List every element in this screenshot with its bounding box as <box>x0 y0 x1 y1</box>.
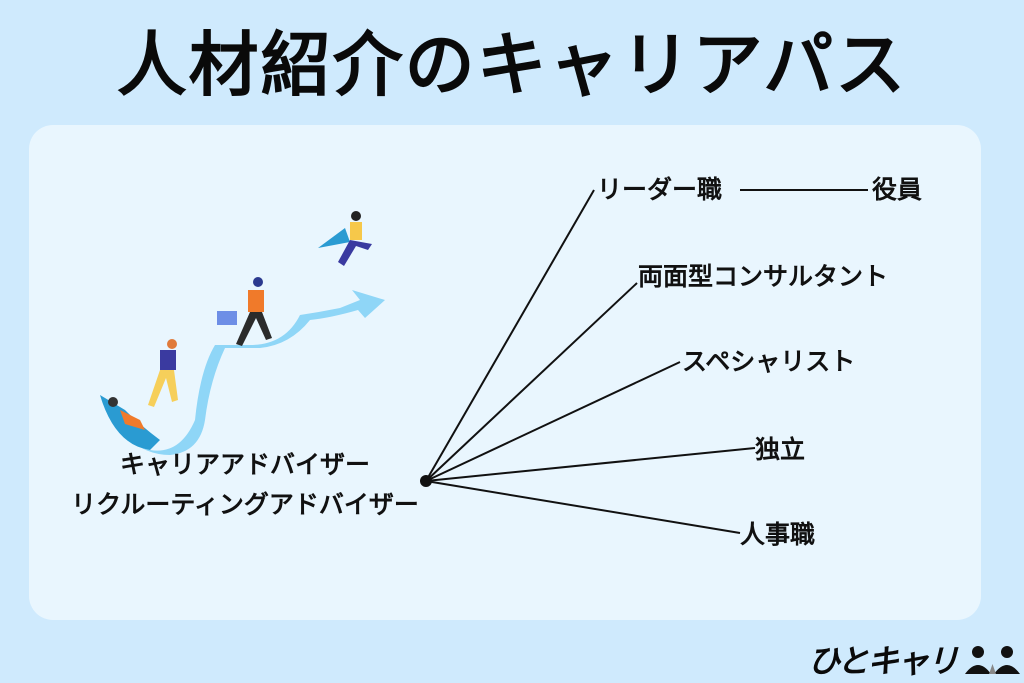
origin-line-2: リクルーティングアドバイザー <box>71 490 419 519</box>
branch-label-hr: 人事職 <box>740 520 816 549</box>
origin-node <box>420 475 432 487</box>
diagram-panel <box>29 125 981 620</box>
career-climb-illustration <box>100 211 385 455</box>
branch-lines <box>425 189 868 534</box>
origin-label: キャリアアドバイザー リクルーティングアドバイザー <box>30 445 460 525</box>
branch-label-leader: リーダー職 <box>597 175 723 204</box>
origin-line-1: キャリアアドバイザー <box>119 450 370 479</box>
branch-label-executive: 役員 <box>872 175 923 204</box>
branch-label-independent: 独立 <box>755 435 806 464</box>
branch-label-specialist: スペシャリスト <box>682 347 856 376</box>
logo-text: ひとキャリ <box>808 642 959 680</box>
branch-label-consultant: 両面型コンサルタント <box>638 262 889 291</box>
brand-logo: ひとキャリ <box>808 640 1023 680</box>
page-title: 人材紹介のキャリアパス <box>116 24 908 106</box>
people-icon <box>965 646 1021 674</box>
